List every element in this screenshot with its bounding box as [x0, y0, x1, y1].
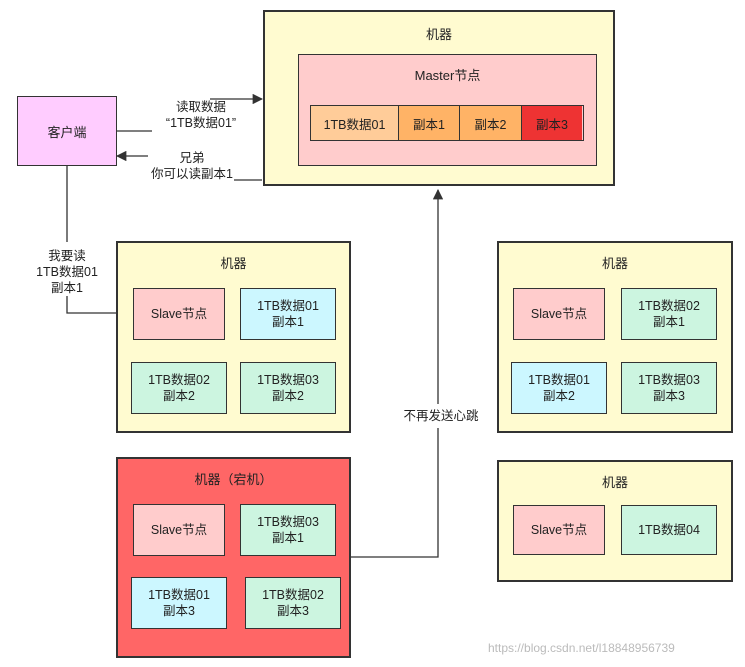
heartbeat-label: 不再发送心跳: [396, 408, 486, 424]
master-machine: 机器 Master节点 1TB数据01 副本1 副本2 副本3: [263, 10, 615, 186]
heartbeat-line: [350, 428, 439, 558]
slave-node: Slave节点: [133, 288, 225, 340]
replica-block: 1TB数据03 副本3: [621, 362, 717, 414]
machine-title: 机器: [425, 27, 452, 42]
slave-node: Slave节点: [513, 288, 605, 340]
replica-block: 1TB数据04: [621, 505, 717, 555]
master-metadata-table: 1TB数据01 副本1 副本2 副本3: [310, 105, 584, 141]
slave-node: Slave节点: [133, 504, 225, 556]
machine-right-2: 机器 Slave节点 1TB数据04: [497, 460, 733, 582]
replica-block: 1TB数据02 副本3: [245, 577, 341, 629]
read-replica-label: 我要读 1TB数据01 副本1: [36, 249, 98, 295]
machine-title: 机器（宕机）: [194, 472, 273, 487]
slave-node: Slave节点: [513, 505, 605, 555]
read-replica-arrow: [66, 296, 134, 319]
machine-right-1: 机器 Slave节点 1TB数据02 副本1 1TB数据01 副本2 1TB数据…: [497, 241, 733, 433]
replica-block: 1TB数据03 副本1: [240, 504, 336, 556]
read-request-label: 读取数据 “1TB数据01”: [165, 100, 237, 130]
machine-title: 机器: [601, 475, 628, 490]
replica-block: 1TB数据01 副本2: [511, 362, 607, 414]
segment-data-01: 1TB数据01: [311, 106, 399, 140]
watermark: https://blog.csdn.net/l18848956739: [488, 641, 675, 655]
machine-title: 机器: [220, 256, 247, 271]
client-label: 客户端: [47, 124, 87, 140]
replica-block: 1TB数据01 副本1: [240, 288, 336, 340]
replica-block: 1TB数据01 副本3: [131, 577, 227, 629]
master-node: Master节点 1TB数据01 副本1 副本2 副本3: [298, 54, 597, 166]
client-node: 客户端: [17, 96, 117, 166]
machine-left: 机器 Slave节点 1TB数据01 副本1 1TB数据02 副本2 1TB数据…: [116, 241, 351, 433]
replica-block: 1TB数据02 副本2: [131, 362, 227, 414]
segment-replica-2: 副本2: [460, 106, 522, 140]
master-node-title: Master节点: [414, 68, 481, 83]
replica-block: 1TB数据02 副本1: [621, 288, 717, 340]
machine-title: 机器: [601, 256, 628, 271]
replica-block: 1TB数据03 副本2: [240, 362, 336, 414]
segment-replica-1: 副本1: [399, 106, 460, 140]
reply-label: 兄弟 你可以读副本1: [151, 151, 233, 181]
machine-down: 机器（宕机） Slave节点 1TB数据03 副本1 1TB数据01 副本3 1…: [116, 457, 351, 658]
segment-replica-3: 副本3: [522, 106, 582, 140]
